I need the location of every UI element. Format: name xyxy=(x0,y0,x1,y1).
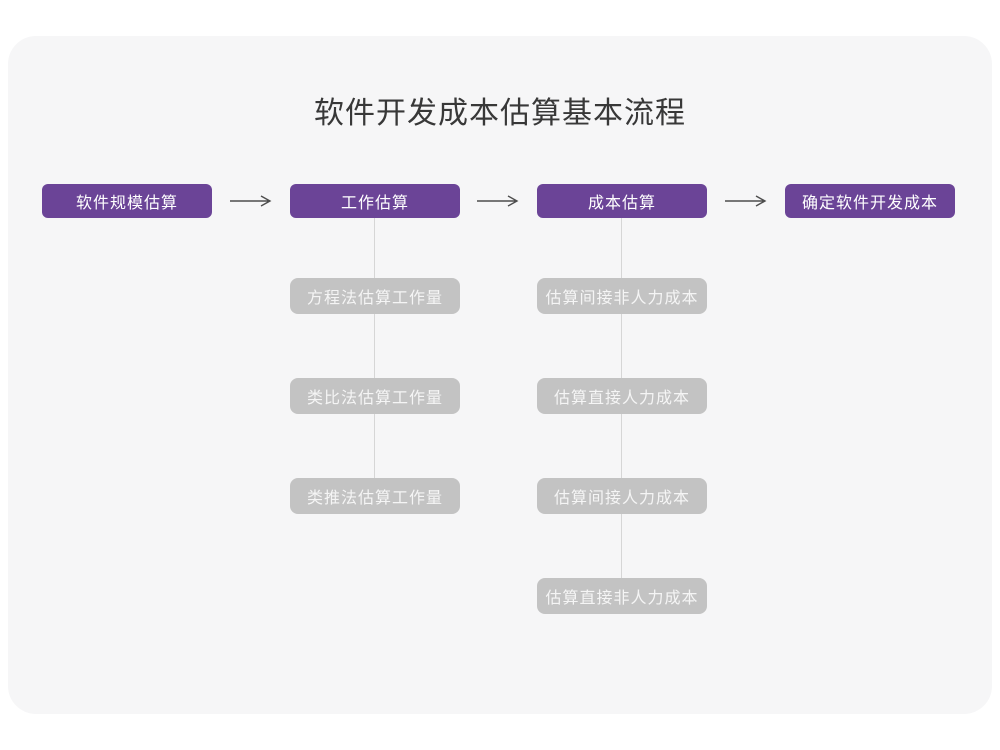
sub-node-analogy-method: 类推法估算工作量 xyxy=(290,478,460,514)
flow-node-software-scale-estimation: 软件规模估算 xyxy=(42,184,212,218)
connector-line-work xyxy=(374,218,375,498)
sub-node-comparison-method: 类比法估算工作量 xyxy=(290,378,460,414)
arrow-right-icon xyxy=(230,195,272,207)
flow-node-cost-estimation: 成本估算 xyxy=(537,184,707,218)
arrow-right-icon xyxy=(725,195,767,207)
flowchart-card xyxy=(8,36,992,714)
sub-node-indirect-nonlabor-cost: 估算间接非人力成本 xyxy=(537,278,707,314)
sub-node-direct-nonlabor-cost: 估算直接非人力成本 xyxy=(537,578,707,614)
sub-node-direct-labor-cost: 估算直接人力成本 xyxy=(537,378,707,414)
arrow-right-icon xyxy=(477,195,519,207)
sub-node-indirect-labor-cost: 估算间接人力成本 xyxy=(537,478,707,514)
page-title: 软件开发成本估算基本流程 xyxy=(314,97,686,130)
flow-node-work-estimation: 工作估算 xyxy=(290,184,460,218)
flow-node-determine-dev-cost: 确定软件开发成本 xyxy=(785,184,955,218)
sub-node-equation-method: 方程法估算工作量 xyxy=(290,278,460,314)
